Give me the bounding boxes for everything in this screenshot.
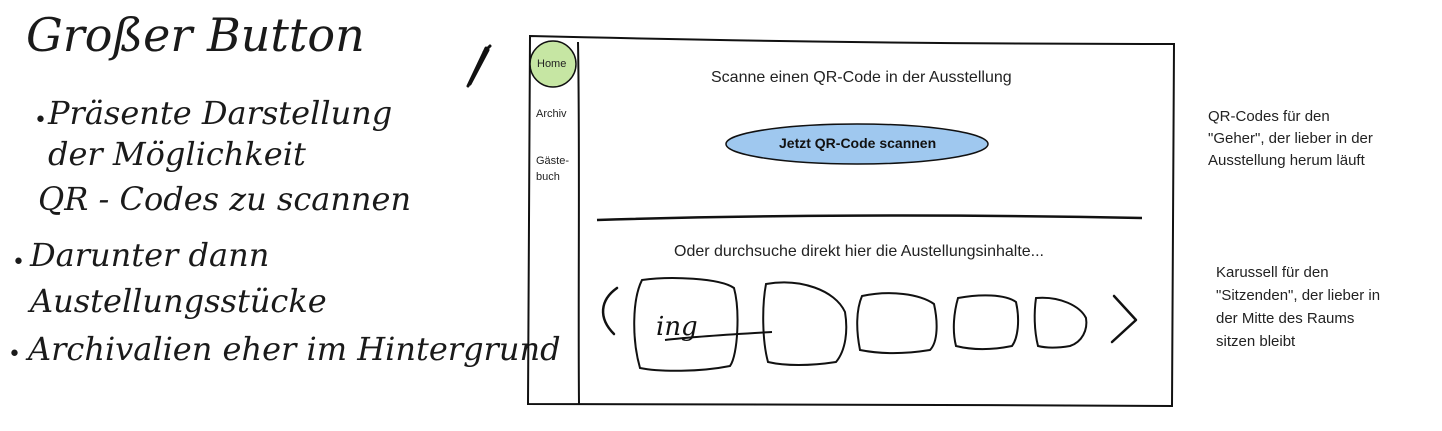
browse-prompt: Oder durchsuche direkt hier die Austellu… [674, 243, 1044, 260]
carousel-card-4 [952, 294, 1020, 350]
scan-button-shape [725, 123, 989, 165]
nav-archive[interactable]: Archiv [536, 108, 567, 120]
home-nav-circle [529, 40, 577, 88]
scan-prompt: Scanne einen QR-Code in der Ausstellung [711, 69, 1012, 86]
carousel-note-line-3: der Mitte des Raums [1216, 310, 1355, 327]
bullet-dot-2: • [12, 250, 25, 275]
carousel-note-line-1: Karussell für den [1216, 264, 1329, 281]
carousel-prev-arrow [601, 286, 619, 336]
carousel-card-1-text[interactable]: ing [656, 312, 698, 342]
handwritten-title: Großer Button [26, 8, 365, 62]
qr-note-line-2: "Geher", der lieber in der [1208, 130, 1373, 147]
card-1-scribble [664, 331, 773, 341]
nav-guestbook-line2[interactable]: buch [536, 171, 560, 183]
bullet-dot-1: • [34, 108, 47, 133]
scan-qr-button[interactable]: Jetzt QR-Code scannen [779, 135, 937, 151]
bullet-1-line-2: der Möglichkeit [48, 135, 306, 173]
carousel-card-5 [1033, 296, 1088, 349]
bullet-1-line-3: QR - Codes zu scannen [38, 180, 412, 218]
carousel-card-3 [856, 292, 938, 354]
bullet-3-line-1: Archivalien eher im Hintergrund [28, 330, 561, 368]
carousel-note-line-2: "Sitzenden", der lieber in [1216, 287, 1381, 304]
bullet-2-line-2: Austellungsstücke [30, 282, 327, 320]
nav-home[interactable]: Home [537, 58, 567, 70]
bullet-1-line-1: Präsente Darstellung [48, 94, 393, 132]
carousel-note-line-4: sitzen bleibt [1216, 333, 1296, 350]
sidebar-divider [577, 41, 580, 405]
carousel-card-1 [633, 277, 739, 372]
bullet-2-line-1: Darunter dann [30, 236, 270, 274]
qr-note-line-3: Ausstellung herum läuft [1208, 152, 1365, 169]
qr-note-line-1: QR-Codes für den [1208, 108, 1330, 125]
section-divider [596, 214, 1143, 222]
wireframe-frame [526, 34, 1176, 408]
bullet-dot-3: • [8, 342, 21, 367]
carousel-next-arrow [1110, 294, 1138, 344]
carousel-card-2 [762, 281, 848, 366]
nav-guestbook-line1[interactable]: Gäste- [536, 155, 570, 167]
pen-stroke [466, 44, 492, 88]
